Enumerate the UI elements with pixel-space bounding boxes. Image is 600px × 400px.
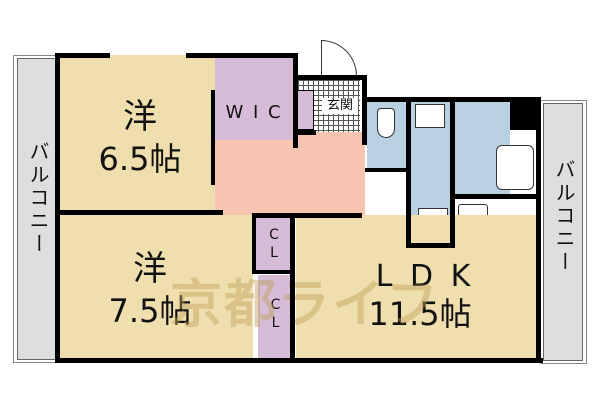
wall bbox=[536, 97, 541, 363]
closet-2-l: L bbox=[271, 315, 280, 331]
wall bbox=[55, 358, 543, 363]
wall bbox=[365, 168, 407, 172]
wall bbox=[290, 213, 295, 361]
hallway bbox=[215, 140, 365, 215]
bathtub-icon bbox=[496, 145, 534, 190]
western-room-7-5-type: 洋 bbox=[133, 249, 167, 289]
entrance-label: 玄関 bbox=[326, 98, 353, 113]
toilet-icon bbox=[377, 108, 395, 138]
wall bbox=[252, 270, 294, 274]
closet-2-c: C bbox=[270, 297, 281, 313]
wall bbox=[186, 53, 298, 58]
wall bbox=[406, 97, 411, 247]
watermark: 京都ライフ bbox=[170, 275, 441, 335]
bathroom-lower bbox=[455, 102, 475, 194]
entrance-label-bg bbox=[322, 98, 358, 114]
wall bbox=[55, 53, 110, 58]
entrance-door-swing bbox=[321, 40, 357, 76]
right-balcony-label: バルコニー bbox=[552, 159, 576, 274]
wic-label: W I C bbox=[225, 102, 283, 123]
wall bbox=[296, 130, 316, 135]
wall bbox=[450, 97, 455, 247]
western-room-7-5-size: 7.5帖 bbox=[108, 292, 192, 330]
western-room-7-5 bbox=[57, 215, 253, 360]
wall bbox=[211, 90, 215, 185]
wall bbox=[453, 194, 540, 199]
hallway-upper bbox=[293, 132, 365, 152]
left-balcony: バルコニー bbox=[17, 58, 57, 360]
left-balcony-label: バルコニー bbox=[26, 141, 50, 256]
right-balcony: バルコニー bbox=[543, 103, 583, 361]
wash-basin-icon bbox=[415, 104, 445, 128]
wall bbox=[293, 53, 298, 148]
ldk-size: 11.5帖 bbox=[368, 295, 472, 333]
ldk-upper-left bbox=[296, 215, 406, 245]
shoe-closet bbox=[296, 90, 314, 130]
wall bbox=[362, 75, 367, 145]
wall bbox=[252, 213, 362, 218]
wall bbox=[55, 210, 223, 215]
closet-2 bbox=[258, 275, 293, 360]
wall bbox=[406, 243, 455, 248]
wall bbox=[55, 53, 60, 363]
wall bbox=[252, 213, 256, 273]
western-room-6-5-type: 洋 bbox=[123, 97, 157, 137]
closet-1-c: C bbox=[269, 227, 279, 243]
pipe-shaft bbox=[510, 100, 538, 130]
wall bbox=[298, 75, 365, 80]
ldk-type: L D K bbox=[375, 259, 475, 294]
western-room-6-5 bbox=[57, 55, 215, 215]
western-room-6-5-size: 6.5帖 bbox=[98, 140, 182, 178]
closet-1 bbox=[256, 218, 292, 270]
closet-1-l: L bbox=[270, 245, 278, 261]
